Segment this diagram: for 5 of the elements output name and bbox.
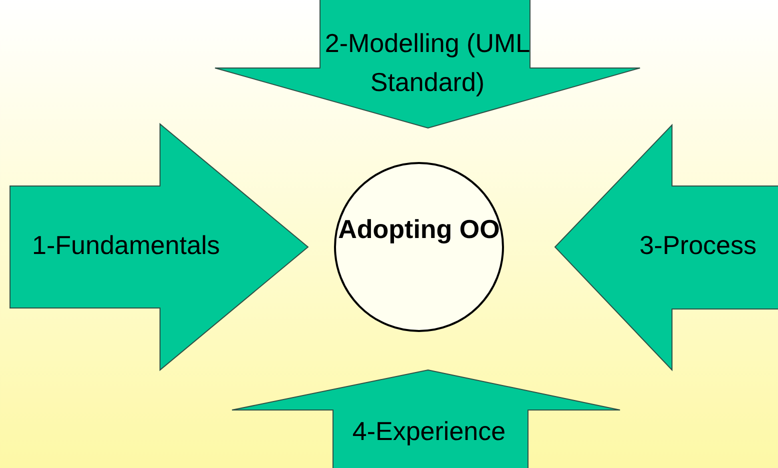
node-label: Adopting OO xyxy=(337,213,501,246)
node-label: 2-Modelling (UML Standard) xyxy=(324,27,532,99)
node-label: 1-Fundamentals xyxy=(31,232,221,258)
node-label: 3-Process xyxy=(638,232,758,258)
node-label: 4-Experience xyxy=(351,418,507,444)
